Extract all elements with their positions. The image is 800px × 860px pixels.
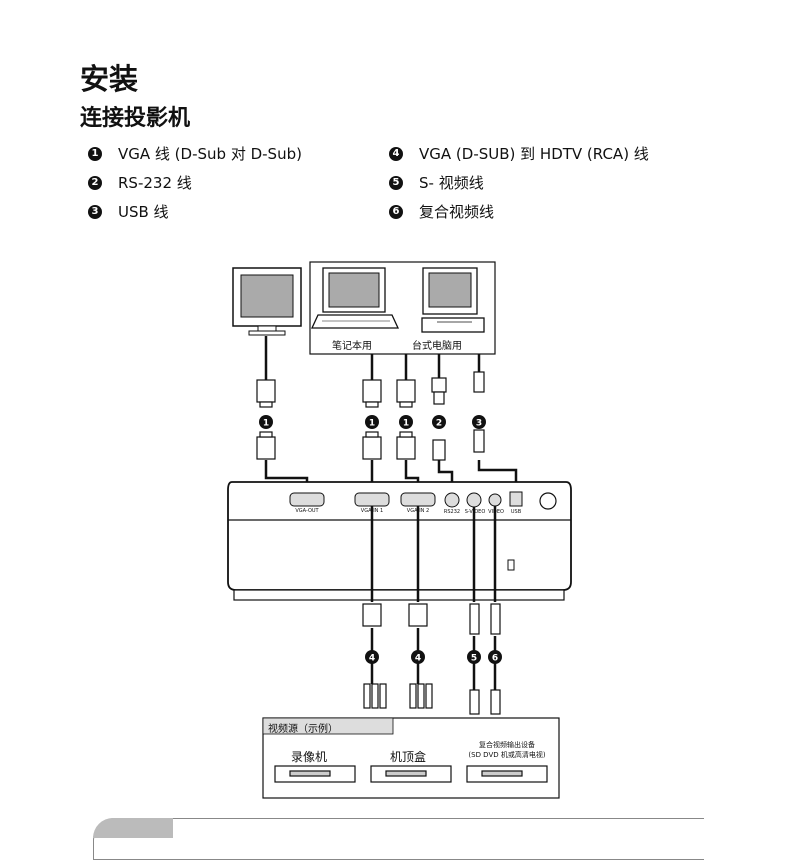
projector-body — [227, 481, 572, 601]
port-label-vga-out: VGA-OUT — [295, 508, 319, 514]
marker-digits-upper: 1 1 1 2 3 — [263, 419, 482, 429]
svg-text:5: 5 — [471, 654, 477, 664]
note-bar — [93, 818, 704, 860]
connectors-lower — [362, 603, 501, 715]
legend-label: RS-232 线 — [118, 174, 192, 192]
legend-label: VGA 线 (D-Sub 对 D-Sub) — [118, 145, 302, 163]
svg-text:2: 2 — [436, 419, 442, 429]
number-markers-upper — [259, 415, 486, 429]
legend-item-4: 4 VGA (D-SUB) 到 HDTV (RCA) 线 — [389, 143, 649, 164]
svg-text:3: 3 — [476, 419, 482, 429]
vga-connectors-upper — [256, 371, 485, 461]
source-devices — [274, 765, 548, 783]
page-title: 安装 — [80, 62, 139, 96]
page-subtitle: 连接投影机 — [80, 106, 191, 131]
legend-item-5: 5 S- 视频线 — [389, 172, 484, 193]
svg-text:4: 4 — [369, 654, 375, 664]
port-label-rs232: RS232 — [443, 509, 461, 515]
legend-number: 3 — [88, 204, 102, 219]
legend-number: 1 — [88, 146, 102, 161]
composite-device-label-2: (SD DVD 机或高清电视) — [468, 751, 546, 759]
svg-text:6: 6 — [492, 654, 498, 664]
connection-diagram: 1 1 1 2 3 — [227, 261, 572, 799]
legend-label: VGA (D-SUB) 到 HDTV (RCA) 线 — [419, 145, 649, 163]
port-label-svideo: S-VIDEO — [464, 509, 486, 515]
svg-text:1: 1 — [263, 419, 269, 429]
laptop-icon — [310, 267, 400, 329]
laptop-label: 笔记本用 — [332, 341, 372, 352]
legend-item-6: 6 复合视频线 — [389, 201, 494, 222]
number-markers-lower — [365, 650, 502, 664]
legend-item-2: 2 RS-232 线 — [88, 172, 192, 193]
port-label-usb: USB — [510, 509, 522, 515]
port-label-vga-in1: VGA-IN 1 — [360, 508, 384, 514]
legend-label: 复合视频线 — [419, 203, 495, 221]
note-tab — [93, 818, 173, 838]
svg-text:1: 1 — [369, 419, 375, 429]
legend-number: 4 — [389, 146, 403, 161]
upper-cables — [264, 336, 518, 497]
external-monitor — [232, 267, 302, 336]
port-label-vga-in2: VGA-IN 2 — [406, 508, 430, 514]
legend-item-1: 1 VGA 线 (D-Sub 对 D-Sub) — [88, 143, 302, 164]
legend-number: 5 — [389, 175, 403, 190]
vcr-label: 录像机 — [291, 750, 328, 764]
port-label-video: VIDEO — [488, 509, 504, 515]
stb-label: 机顶盒 — [390, 750, 427, 764]
desktop-icon — [421, 267, 485, 333]
legend-label: S- 视频线 — [419, 174, 484, 192]
marker-digits-lower: 4 4 5 6 — [369, 654, 498, 664]
legend-label: USB 线 — [118, 203, 169, 221]
video-source-header: 视频源（示例） — [268, 724, 338, 735]
svg-text:4: 4 — [415, 654, 421, 664]
desktop-label: 台式电脑用 — [412, 341, 462, 352]
legend-number: 2 — [88, 175, 102, 190]
composite-device-label-1: 复合视频输出设备 — [479, 741, 535, 749]
video-source-header-bg — [262, 717, 394, 735]
legend-number: 6 — [389, 204, 403, 219]
legend-item-3: 3 USB 线 — [88, 201, 169, 222]
svg-text:1: 1 — [403, 419, 409, 429]
